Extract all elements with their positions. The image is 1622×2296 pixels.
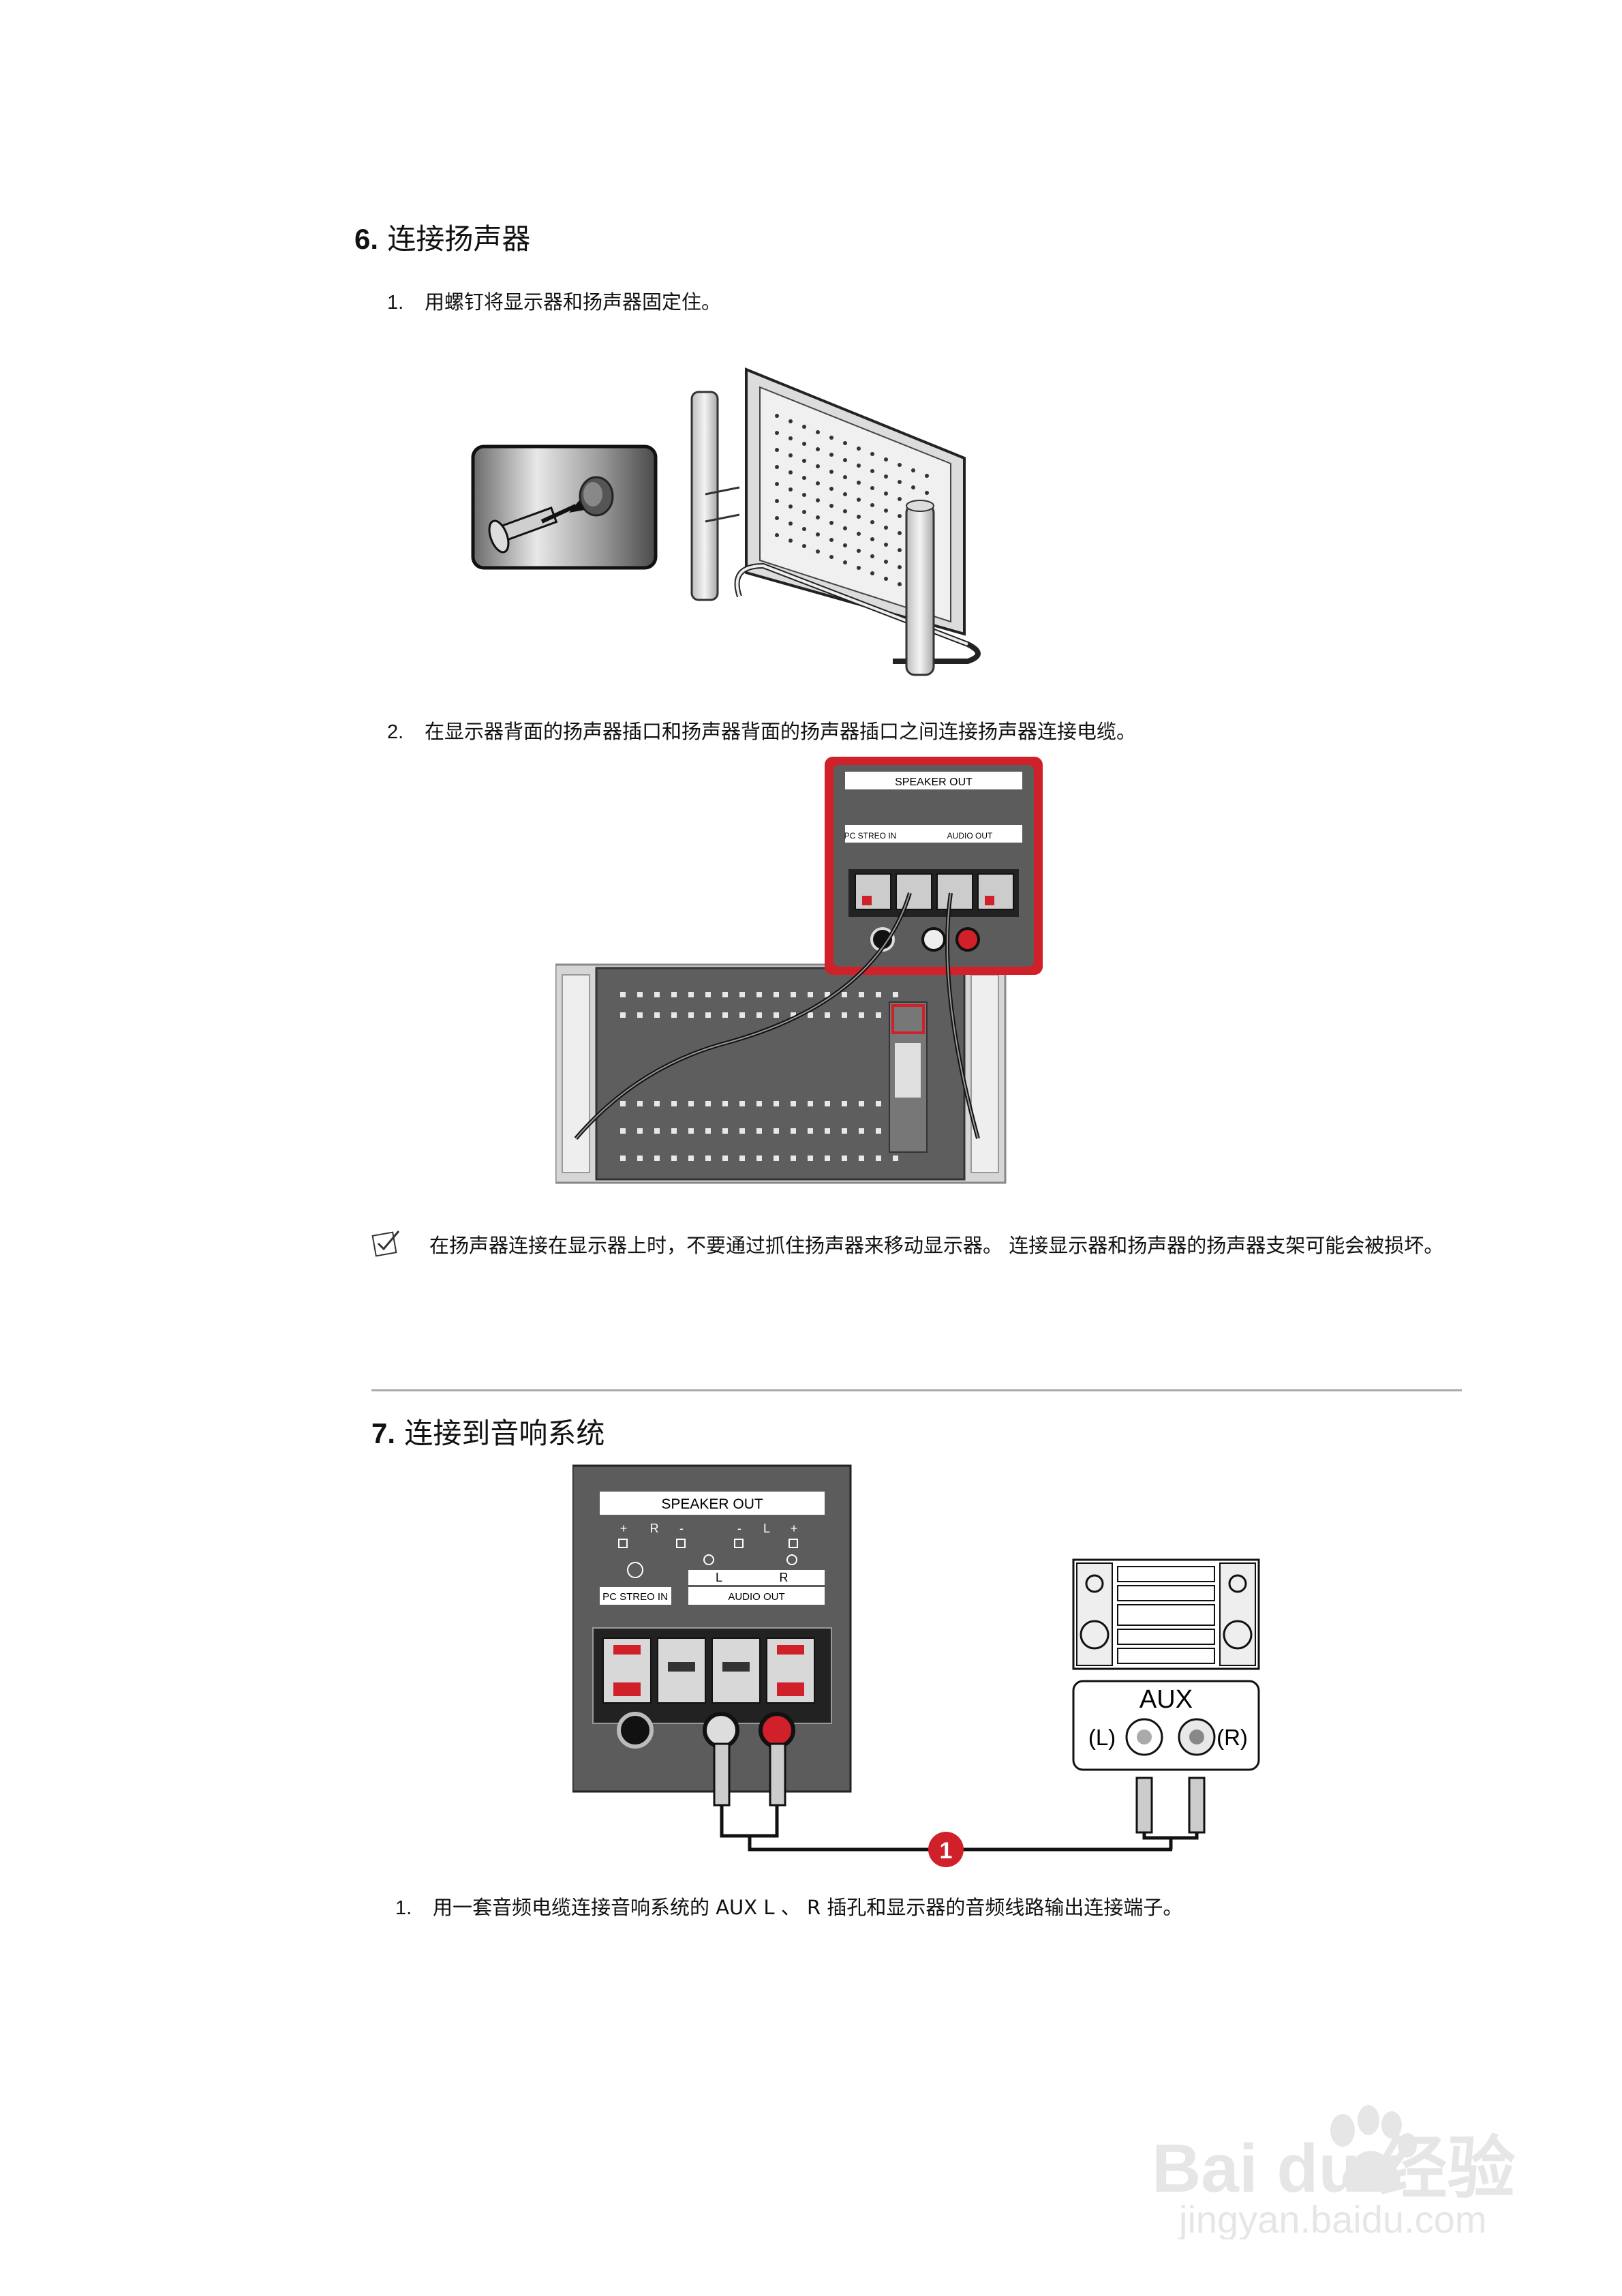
svg-text:R: R — [780, 1571, 789, 1584]
section-6-step-2: 2.在显示器背面的扬声器插口和扬声器背面的扬声器插口之间连接扬声器连接电缆。 — [387, 719, 1136, 744]
section-6-number: 6. — [354, 223, 378, 255]
section-6-title: 6. 连接扬声器 — [354, 225, 530, 254]
watermark-url: jingyan.baidu.com — [1178, 2198, 1486, 2239]
svg-text:L: L — [716, 1571, 722, 1584]
svg-text:L: L — [763, 1522, 770, 1535]
svg-text:-: - — [679, 1522, 684, 1535]
svg-text:+: + — [791, 1522, 798, 1535]
note-text: 在扬声器连接在显示器上时，不要通过抓住扬声器来移动显示器。 连接显示器和扬声器的… — [429, 1233, 1452, 1258]
watermark-logo: Bai du 经验 — [1152, 2130, 1515, 2207]
svg-text:PC STREO IN: PC STREO IN — [844, 831, 897, 841]
section-7-number: 7. — [371, 1417, 395, 1449]
section-6-step-1: 1.用螺钉将显示器和扬声器固定住。 — [387, 290, 721, 315]
aux-left-label: (L) — [1088, 1725, 1116, 1750]
callout-1: 1 — [940, 1838, 953, 1864]
svg-text:R: R — [650, 1522, 659, 1535]
speaker-out-label-2: SPEAKER OUT — [661, 1496, 763, 1512]
svg-text:AUDIO OUT: AUDIO OUT — [728, 1591, 784, 1603]
speaker-cable-figure: SPEAKER OUT PC STREO IN AUDIO OUT — [555, 757, 1087, 1193]
baidu-watermark: Bai du 经验 jingyan.baidu.com — [1152, 2103, 1561, 2239]
section-6-heading: 连接扬声器 — [387, 222, 530, 256]
aux-right-label: (R) — [1216, 1725, 1248, 1750]
svg-text:AUDIO OUT: AUDIO OUT — [947, 831, 993, 841]
section-7-title: 7. 连接到音响系统 — [371, 1419, 605, 1448]
svg-text:+: + — [620, 1522, 628, 1535]
svg-text:-: - — [737, 1522, 741, 1535]
section-divider — [371, 1389, 1462, 1391]
audio-system-figure: SPEAKER OUT + R - - L + L R PC STREO IN … — [572, 1464, 1268, 1873]
speaker-out-label: SPEAKER OUT — [895, 776, 973, 788]
monitor-speaker-mount-figure — [470, 361, 988, 682]
section-7-step-1: 1.用一套音频电缆连接音响系统的 AUX L 、 R 插孔和显示器的音频线路输出… — [395, 1895, 1182, 1920]
note-icon — [371, 1227, 403, 1258]
section-7-heading: 连接到音响系统 — [404, 1417, 605, 1450]
svg-text:PC STREO IN: PC STREO IN — [602, 1591, 668, 1603]
aux-label: AUX — [1139, 1685, 1193, 1714]
